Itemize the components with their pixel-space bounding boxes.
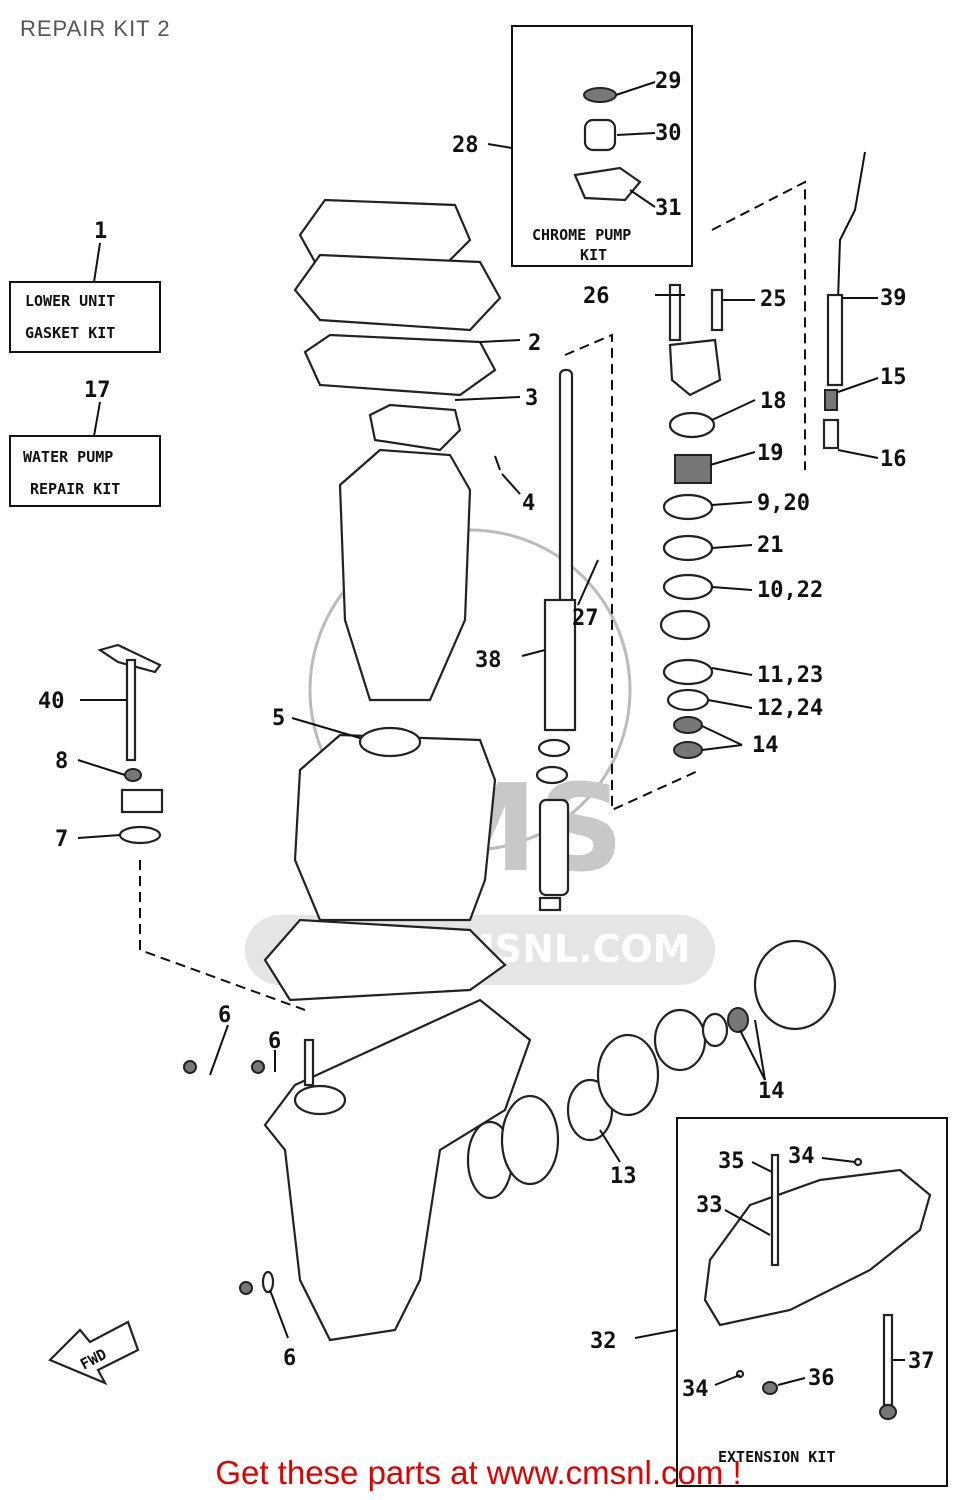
callout-9-20: 9,20 xyxy=(757,491,810,516)
gasket-kit-line2: GASKET KIT xyxy=(25,324,115,342)
extension-kit: EXTENSION KIT 34 35 33 34 36 37 32 xyxy=(590,1117,948,1487)
drive-shaft-group: 38 27 xyxy=(475,333,701,912)
gasket-kit-line1: LOWER UNIT xyxy=(25,292,115,310)
gearcase-group: 6 6 6 xyxy=(183,998,532,1371)
footer-link[interactable]: Get these parts at www.cmsnl.com ! xyxy=(215,1454,742,1491)
callout-8: 8 xyxy=(55,749,68,774)
callout-34b: 34 xyxy=(682,1377,709,1402)
callout-16: 16 xyxy=(880,447,907,472)
callout-33: 33 xyxy=(696,1193,723,1218)
callout-19: 19 xyxy=(757,441,784,466)
callout-35: 35 xyxy=(718,1149,745,1174)
callout-28: 28 xyxy=(452,133,479,158)
propeller-shaft-group: 13 14 xyxy=(466,939,837,1200)
callout-7: 7 xyxy=(55,827,68,852)
callout-6b: 6 xyxy=(268,1029,281,1054)
water-pump-kit-line1: WATER PUMP xyxy=(23,448,113,466)
drive-shaft-housing-group: 2 3 4 5 xyxy=(263,198,541,1002)
water-pump-kit-line2: REPAIR KIT xyxy=(30,480,120,498)
lower-unit-gasket-kit: LOWER UNIT GASKET KIT 1 xyxy=(9,219,161,353)
callout-12-24: 12,24 xyxy=(757,696,823,721)
callout-25: 25 xyxy=(760,287,787,312)
chrome-pump-kit-line2: KIT xyxy=(580,246,607,264)
callout-30: 30 xyxy=(655,121,682,146)
callout-11-23: 11,23 xyxy=(757,663,823,688)
page-title: REPAIR KIT 2 xyxy=(20,16,171,41)
callout-38: 38 xyxy=(475,648,502,673)
shift-rod-group: 39 15 16 xyxy=(822,151,907,472)
callout-2: 2 xyxy=(528,331,541,356)
callout-36: 36 xyxy=(808,1366,835,1391)
chrome-pump-kit: CHROME PUMP KIT 29 30 31 28 xyxy=(452,25,693,267)
callout-37: 37 xyxy=(908,1349,935,1374)
callout-29: 29 xyxy=(655,69,682,94)
callout-21: 21 xyxy=(757,533,784,558)
callout-26: 26 xyxy=(583,284,610,309)
water-pump-repair-kit: WATER PUMP REPAIR KIT 17 xyxy=(9,378,161,507)
callout-18: 18 xyxy=(760,389,787,414)
callout-15: 15 xyxy=(880,365,907,390)
callout-34a: 34 xyxy=(788,1144,815,1169)
callout-14b: 14 xyxy=(758,1079,785,1104)
water-pump-stack: 26 25 18 19 9,20 21 10,22 11,23 12,24 14 xyxy=(583,180,823,759)
callout-31: 31 xyxy=(655,196,682,221)
callout-39: 39 xyxy=(880,286,907,311)
callout-14a: 14 xyxy=(752,733,779,758)
callout-17: 17 xyxy=(84,378,111,403)
callout-3: 3 xyxy=(525,386,538,411)
callout-1: 1 xyxy=(94,219,107,244)
fwd-arrow: FWD xyxy=(48,1320,140,1386)
callout-6a: 6 xyxy=(218,1003,231,1028)
callout-6c: 6 xyxy=(283,1346,296,1371)
callout-4: 4 xyxy=(522,491,535,516)
callout-10-22: 10,22 xyxy=(757,578,823,603)
callout-32: 32 xyxy=(590,1329,617,1354)
callout-40: 40 xyxy=(38,689,65,714)
left-small-parts: 40 8 7 xyxy=(38,643,306,1011)
callout-13: 13 xyxy=(610,1164,637,1189)
callout-5: 5 xyxy=(272,706,285,731)
chrome-pump-kit-line1: CHROME PUMP xyxy=(532,226,631,244)
callout-27: 27 xyxy=(572,606,599,631)
extension-kit-label: EXTENSION KIT xyxy=(718,1448,835,1466)
